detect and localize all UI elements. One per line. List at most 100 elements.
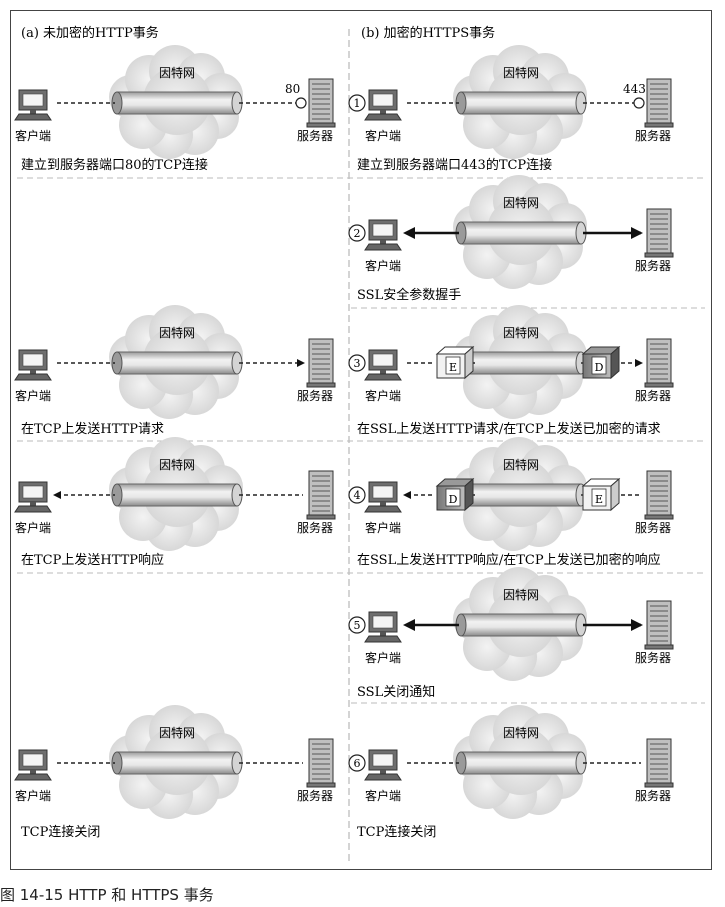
client-label: 客户端 — [15, 128, 51, 143]
client-label: 客户端 — [365, 258, 401, 273]
client-label: 客户端 — [15, 788, 51, 803]
client-label: 客户端 — [365, 788, 401, 803]
port-socket-icon — [633, 97, 645, 109]
heading-https: (b) 加密的HTTPS事务 — [361, 25, 495, 41]
network-pipe — [455, 613, 587, 637]
server-icon — [306, 470, 336, 520]
step-marker — [348, 354, 366, 372]
packet-letter: D — [595, 361, 604, 374]
server-icon — [644, 470, 674, 520]
diagram-canvas: (a) 未加密的HTTP事务 (b) 加密的HTTPS事务 建立到服务器端口80… — [14, 25, 705, 863]
server-label: 服务器 — [635, 520, 671, 535]
decrypt-packet-icon: D — [435, 477, 475, 512]
computer-icon — [364, 481, 402, 513]
internet-label: 因特网 — [503, 65, 539, 80]
step-number: 3 — [354, 357, 361, 370]
arrow-right-icon — [635, 359, 643, 367]
caption-left-step-4: 在TCP上发送HTTP响应 — [21, 552, 164, 568]
internet-label: 因特网 — [503, 457, 539, 472]
server-icon — [306, 78, 336, 128]
client-label: 客户端 — [365, 128, 401, 143]
network-pipe — [455, 221, 587, 245]
arrow-right-icon — [631, 619, 643, 631]
server-label: 服务器 — [635, 650, 671, 665]
arrow-right-icon — [297, 359, 305, 367]
client-label: 客户端 — [365, 388, 401, 403]
step-marker — [348, 94, 366, 112]
computer-icon — [364, 219, 402, 251]
caption-right-step-1: 建立到服务器端口443的TCP连接 — [357, 157, 552, 173]
computer-icon — [364, 349, 402, 381]
server-icon — [644, 208, 674, 258]
diagram-frame: (a) 未加密的HTTP事务 (b) 加密的HTTPS事务 建立到服务器端口80… — [10, 10, 712, 870]
caption-left-step-3: 在TCP上发送HTTP请求 — [21, 421, 164, 437]
client-label: 客户端 — [15, 520, 51, 535]
step-number: 4 — [354, 489, 361, 502]
encrypt-packet-icon: E — [435, 345, 475, 380]
server-label: 服务器 — [635, 788, 671, 803]
server-label: 服务器 — [297, 520, 333, 535]
caption-right-step-3: 在SSL上发送HTTP请求/在TCP上发送已加密的请求 — [357, 421, 661, 437]
network-pipe — [455, 751, 587, 775]
computer-icon — [364, 611, 402, 643]
internet-label: 因特网 — [159, 65, 195, 80]
server-label: 服务器 — [635, 128, 671, 143]
step-marker — [348, 486, 366, 504]
network-pipe — [455, 483, 587, 507]
step-number: 1 — [354, 97, 361, 110]
server-icon — [644, 600, 674, 650]
computer-icon — [14, 89, 52, 121]
computer-icon — [14, 481, 52, 513]
heading-http: (a) 未加密的HTTP事务 — [21, 25, 159, 41]
arrow-left-icon — [403, 619, 415, 631]
caption-left-step-6: TCP连接关闭 — [21, 824, 100, 840]
packet-letter: E — [449, 361, 457, 374]
arrow-left-icon — [403, 227, 415, 239]
computer-icon — [364, 89, 402, 121]
network-pipe — [455, 91, 587, 115]
internet-label: 因特网 — [159, 325, 195, 340]
computer-icon — [14, 349, 52, 381]
internet-label: 因特网 — [159, 457, 195, 472]
server-icon — [306, 738, 336, 788]
port-label: 443 — [623, 82, 646, 96]
server-label: 服务器 — [297, 788, 333, 803]
server-icon — [644, 338, 674, 388]
server-icon — [644, 78, 674, 128]
arrow-left-icon — [53, 491, 61, 499]
internet-label: 因特网 — [503, 725, 539, 740]
client-label: 客户端 — [15, 388, 51, 403]
internet-label: 因特网 — [159, 725, 195, 740]
port-socket-icon — [295, 97, 307, 109]
arrow-right-icon — [631, 227, 643, 239]
network-pipe — [111, 351, 243, 375]
internet-label: 因特网 — [503, 587, 539, 602]
step-marker — [348, 616, 366, 634]
port-label: 80 — [285, 82, 300, 96]
computer-icon — [364, 749, 402, 781]
network-pipe — [455, 351, 587, 375]
caption-left-step-1: 建立到服务器端口80的TCP连接 — [21, 157, 208, 173]
arrow-left-icon — [403, 491, 411, 499]
network-pipe — [111, 483, 243, 507]
server-label: 服务器 — [635, 388, 671, 403]
client-label: 客户端 — [365, 650, 401, 665]
server-label: 服务器 — [635, 258, 671, 273]
network-pipe — [111, 91, 243, 115]
server-icon — [644, 738, 674, 788]
decrypt-packet-icon: D — [581, 345, 621, 380]
step-number: 5 — [354, 619, 361, 632]
internet-label: 因特网 — [503, 325, 539, 340]
network-pipe — [111, 751, 243, 775]
client-label: 客户端 — [365, 520, 401, 535]
server-label: 服务器 — [297, 388, 333, 403]
internet-label: 因特网 — [503, 195, 539, 210]
computer-icon — [14, 749, 52, 781]
step-number: 2 — [354, 227, 361, 240]
step-marker — [348, 224, 366, 242]
caption-right-step-6: TCP连接关闭 — [357, 824, 436, 840]
packet-letter: E — [595, 493, 603, 506]
caption-right-step-2: SSL安全参数握手 — [357, 287, 461, 303]
step-number: 6 — [354, 757, 361, 770]
caption-right-step-5: SSL关闭通知 — [357, 684, 435, 700]
